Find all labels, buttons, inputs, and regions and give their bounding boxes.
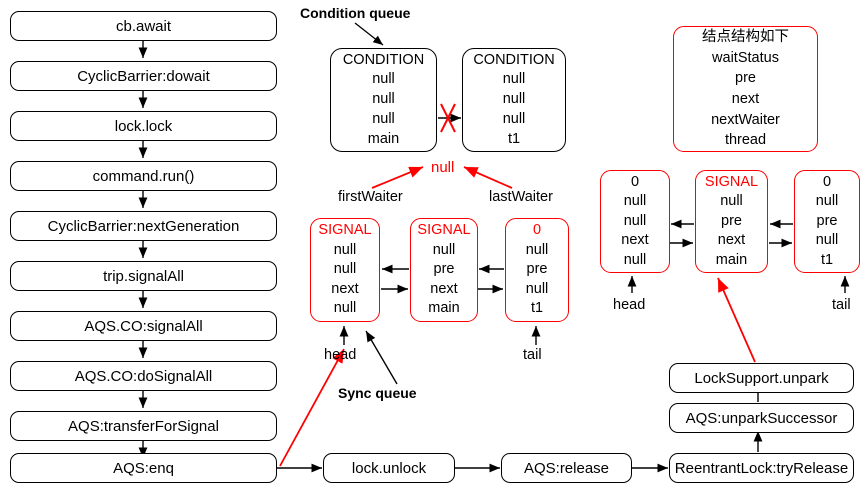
legend-field-pre: pre bbox=[735, 70, 756, 87]
flow-box-aqs-co-signalall[interactable]: AQS.CO:signalAll bbox=[10, 311, 277, 341]
sync-tail-label: tail bbox=[523, 347, 542, 363]
flow-box-locksupport-unpark[interactable]: LockSupport.unpark bbox=[669, 363, 854, 393]
condition-node-field-thread: main bbox=[367, 130, 400, 147]
condition-node-field-waitstatus: CONDITION bbox=[342, 51, 425, 68]
sync-node-field-next: pre bbox=[433, 261, 455, 278]
sync2-node-field-next: null bbox=[623, 212, 647, 229]
flow-box-label: CyclicBarrier:dowait bbox=[77, 67, 210, 85]
sync2-node-field-waitstatus: 0 bbox=[822, 173, 832, 190]
sync-node-field-next: pre bbox=[526, 261, 548, 278]
sync-node-field-waitstatus: SIGNAL bbox=[318, 222, 372, 239]
flow-box-cyclicbarrier-dowait[interactable]: CyclicBarrier:dowait bbox=[10, 61, 277, 91]
sync-node-main[interactable]: SIGNAL null pre next main bbox=[410, 218, 478, 322]
flow-box-lock-lock[interactable]: lock.lock bbox=[10, 111, 277, 141]
sync-head-label: head bbox=[324, 347, 357, 363]
sync-node-field-pre: null bbox=[432, 241, 456, 258]
condition-node-field-waitstatus: CONDITION bbox=[473, 51, 555, 68]
sync2-node-field-pre: null bbox=[720, 193, 743, 210]
sync2-node-main[interactable]: SIGNAL null pre next main bbox=[695, 170, 768, 273]
flow-box-command-run[interactable]: command.run() bbox=[10, 161, 277, 191]
condition-node-t1[interactable]: CONDITION null null null t1 bbox=[462, 48, 566, 152]
flow-box-aqs-co-dosignalall[interactable]: AQS.CO:doSignalAll bbox=[10, 361, 277, 391]
flow-box-aqs-unparksuccessor[interactable]: AQS:unparkSuccessor bbox=[669, 403, 854, 433]
sync-node-field-thread: t1 bbox=[530, 300, 544, 317]
flow-box-label: AQS:enq bbox=[113, 459, 174, 477]
flow-box-label: AQS.CO:signalAll bbox=[84, 317, 203, 335]
flow-box-trip-signalall[interactable]: trip.signalAll bbox=[10, 261, 277, 291]
sync2-node-field-next: pre bbox=[721, 212, 742, 229]
flow-box-cyclicbarrier-nextgeneration[interactable]: CyclicBarrier:nextGeneration bbox=[10, 211, 277, 241]
legend-field-thread: thread bbox=[724, 132, 767, 149]
flow-box-aqs-enq[interactable]: AQS:enq bbox=[10, 453, 277, 483]
sync-node-field-next: null bbox=[333, 261, 357, 278]
flow-box-label: AQS:unparkSuccessor bbox=[685, 409, 838, 427]
sync-node-tail[interactable]: 0 null pre null t1 bbox=[505, 218, 569, 322]
node-structure-legend: 结点结构如下 waitStatus pre next nextWaiter th… bbox=[673, 26, 818, 152]
condition-node-field-thread: t1 bbox=[507, 130, 521, 147]
condition-node-field-next: null bbox=[502, 91, 526, 108]
flow-box-reentrantlock-tryrelease[interactable]: ReentrantLock:tryRelease bbox=[669, 453, 854, 483]
sync2-node-field-thread: main bbox=[715, 251, 748, 268]
sync-node-field-pre: null bbox=[525, 241, 549, 258]
flow-box-label: AQS:release bbox=[523, 459, 610, 477]
sync2-node-field-pre: null bbox=[815, 193, 839, 210]
sync2-node-tail[interactable]: 0 null pre null t1 bbox=[794, 170, 860, 273]
condition-node-field-next: null bbox=[372, 91, 395, 108]
sync2-node-field-nextwaiter: null bbox=[815, 232, 839, 249]
condition-node-field-pre: null bbox=[372, 71, 395, 88]
condition-node-main[interactable]: CONDITION null null null main bbox=[330, 48, 437, 152]
sync2-node-field-waitstatus: SIGNAL bbox=[704, 173, 759, 190]
sync-node-field-thread: null bbox=[333, 300, 357, 317]
flow-box-label: AQS:transferForSignal bbox=[68, 417, 219, 435]
last-waiter-label: lastWaiter bbox=[489, 189, 553, 205]
sync2-node-field-nextwaiter: next bbox=[621, 232, 649, 249]
flow-box-label: trip.signalAll bbox=[103, 267, 184, 285]
sync-node-field-nextwaiter: null bbox=[525, 280, 549, 297]
flow-box-label: cb.await bbox=[115, 17, 172, 35]
sync2-node-field-waitstatus: 0 bbox=[630, 173, 640, 190]
sync2-node-head[interactable]: 0 null null next null bbox=[600, 170, 670, 273]
sync2-tail-label: tail bbox=[832, 297, 851, 313]
flow-box-lock-unlock[interactable]: lock.unlock bbox=[323, 453, 455, 483]
sync-node-field-nextwaiter: next bbox=[430, 280, 458, 297]
sync-node-field-pre: null bbox=[333, 241, 357, 258]
legend-field-waitstatus: waitStatus bbox=[712, 49, 779, 66]
sync-node-head[interactable]: SIGNAL null null next null bbox=[310, 218, 380, 322]
sync2-node-field-pre: null bbox=[623, 193, 647, 210]
flow-box-label: LockSupport.unpark bbox=[694, 369, 829, 387]
sync2-head-label: head bbox=[613, 297, 646, 313]
sync2-node-field-thread: null bbox=[623, 251, 647, 268]
condition-node-field-nextwaiter: null bbox=[372, 110, 395, 127]
condition-node-field-pre: null bbox=[502, 71, 526, 88]
sync-node-field-waitstatus: SIGNAL bbox=[417, 222, 471, 239]
flow-box-cb-await[interactable]: cb.await bbox=[10, 11, 277, 41]
sync-node-field-thread: main bbox=[428, 300, 460, 317]
first-waiter-label: firstWaiter bbox=[338, 189, 403, 205]
flow-box-label: lock.unlock bbox=[351, 459, 427, 477]
flow-box-label: AQS.CO:doSignalAll bbox=[74, 367, 213, 385]
sync-node-field-waitstatus: 0 bbox=[532, 222, 542, 239]
flow-box-label: command.run() bbox=[92, 167, 195, 185]
sync2-node-field-next: pre bbox=[816, 212, 838, 229]
sync2-node-field-nextwaiter: next bbox=[717, 232, 746, 249]
condition-null-pointer-value: null bbox=[431, 159, 455, 176]
sync-node-field-nextwaiter: next bbox=[331, 280, 359, 297]
condition-queue-title: Condition queue bbox=[300, 5, 411, 21]
flow-box-label: ReentrantLock:tryRelease bbox=[674, 459, 849, 477]
flow-box-aqs-transferforsignal[interactable]: AQS:transferForSignal bbox=[10, 411, 277, 441]
legend-field-nextwaiter: nextWaiter bbox=[711, 111, 780, 128]
flow-box-label: lock.lock bbox=[114, 117, 173, 135]
legend-title: 结点结构如下 bbox=[702, 29, 789, 46]
condition-node-field-nextwaiter: null bbox=[502, 110, 526, 127]
sync-queue-title: Sync queue bbox=[338, 385, 417, 401]
sync2-node-field-thread: t1 bbox=[820, 251, 834, 268]
flow-box-aqs-release[interactable]: AQS:release bbox=[501, 453, 632, 483]
flow-box-label: CyclicBarrier:nextGeneration bbox=[47, 217, 240, 235]
legend-field-next: next bbox=[731, 91, 760, 107]
x-cross-icon bbox=[440, 103, 456, 133]
